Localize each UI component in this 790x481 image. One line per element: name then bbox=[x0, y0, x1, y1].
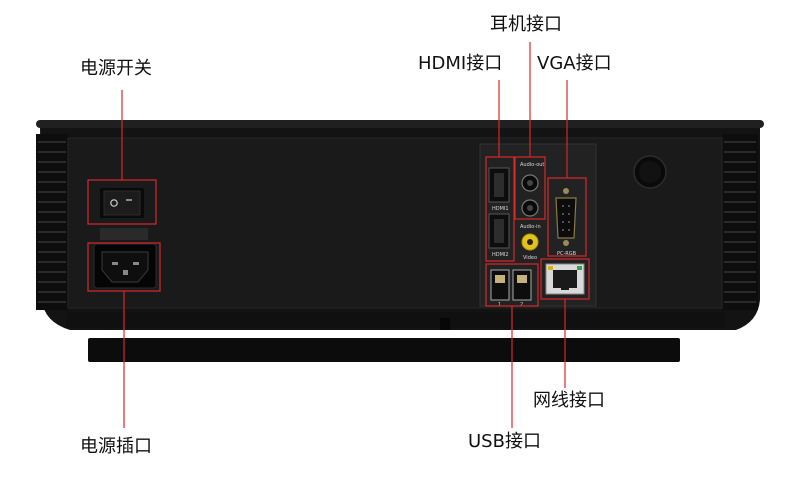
video-marking: Video bbox=[523, 255, 537, 261]
usb-port-2 bbox=[512, 269, 532, 301]
usb1-marking: 1 bbox=[498, 302, 501, 308]
right-vent bbox=[722, 134, 758, 310]
usb-label: USB接口 bbox=[468, 431, 541, 452]
top-edge bbox=[36, 120, 764, 128]
vga-label: VGA接口 bbox=[537, 53, 612, 74]
power-socket-label: 电源插口 bbox=[80, 436, 152, 457]
ir-sensor bbox=[633, 155, 667, 189]
callouts bbox=[87, 42, 590, 428]
audio-jack-2 bbox=[521, 199, 539, 217]
base-foot-strip bbox=[88, 338, 680, 362]
hdmi-label: HDMI接口 bbox=[418, 53, 503, 74]
ledge-notch bbox=[440, 318, 450, 330]
usb-port-1 bbox=[490, 269, 510, 301]
audio-out-marking: Audio-out bbox=[520, 162, 544, 168]
hdmi1-port bbox=[488, 167, 510, 203]
left-vent bbox=[36, 134, 68, 310]
hdmi2-port bbox=[488, 213, 510, 249]
hdmi-callout-box bbox=[485, 156, 515, 262]
hdmi1-marking: HDMI1 bbox=[492, 206, 509, 212]
power-switch bbox=[100, 188, 144, 218]
usb2-marking: 2 bbox=[520, 302, 523, 308]
power-switch-label: 电源开关 bbox=[80, 58, 152, 79]
rear-panel bbox=[67, 137, 723, 309]
earphone-label: 耳机接口 bbox=[490, 14, 562, 35]
ethernet-port bbox=[545, 263, 585, 295]
audio-out-jack bbox=[521, 174, 539, 192]
video-jack bbox=[521, 233, 539, 251]
hdmi2-marking: HDMI2 bbox=[492, 252, 509, 258]
audio-in-marking: Audio-in bbox=[520, 224, 541, 230]
power-socket bbox=[93, 243, 157, 289]
pc-rgb-marking: PC-RGB bbox=[557, 251, 577, 257]
vga-port bbox=[555, 188, 577, 246]
ethernet-label: 网线接口 bbox=[533, 390, 605, 411]
lower-ledge bbox=[66, 312, 726, 328]
spec-plate bbox=[100, 228, 148, 240]
